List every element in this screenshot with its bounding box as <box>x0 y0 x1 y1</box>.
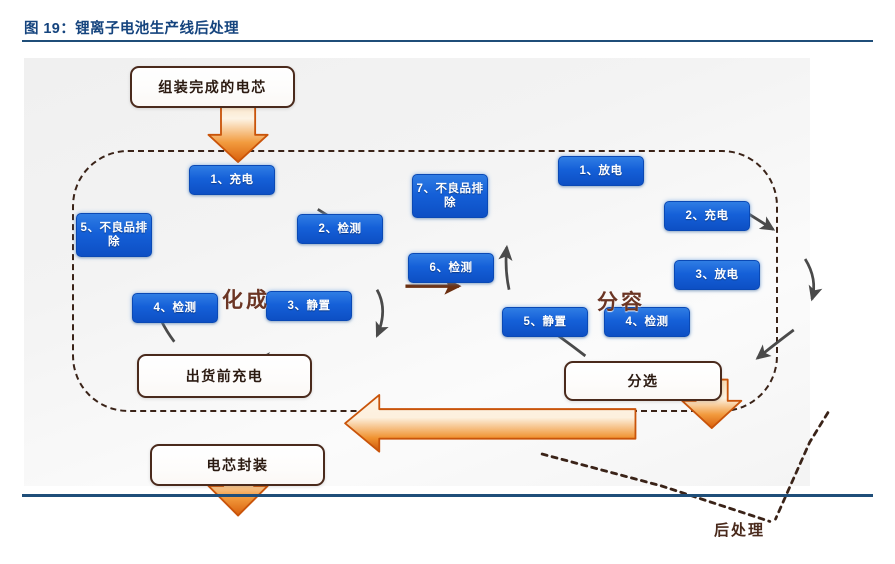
label-grading: 分容 <box>597 291 645 314</box>
step-grading-5-rest[interactable]: 5、静置 <box>502 307 588 337</box>
step-grading-2-charge[interactable]: 2、充电 <box>664 201 750 231</box>
box-cell-packaging[interactable]: 电芯封装 <box>150 444 325 486</box>
step-formation-4-test[interactable]: 4、检测 <box>132 293 218 323</box>
diagram-panel: 组装完成的电芯 分选 出货前充电 电芯封装 1、充电 2、检测 3、静置 4、检… <box>24 58 830 539</box>
step-formation-2-test[interactable]: 2、检测 <box>297 214 383 244</box>
label-postprocess: 后处理 <box>714 522 766 539</box>
box-sorting[interactable]: 分选 <box>564 361 722 401</box>
step-formation-3-rest[interactable]: 3、静置 <box>266 291 352 321</box>
step-formation-5-defect-removal[interactable]: 5、不良品排除 <box>76 213 152 257</box>
step-grading-4-test[interactable]: 4、检测 <box>604 307 690 337</box>
label-formation: 化成 <box>222 289 270 312</box>
box-assembled-cell[interactable]: 组装完成的电芯 <box>130 66 295 108</box>
bottom-divider <box>22 494 873 497</box>
box-precharge[interactable]: 出货前充电 <box>137 354 312 398</box>
step-formation-1-charge[interactable]: 1、充电 <box>189 165 275 195</box>
title-divider <box>22 40 873 42</box>
step-grading-6-test[interactable]: 6、检测 <box>408 253 494 283</box>
figure-caption: 图 19：锂离子电池生产线后处理 <box>24 21 240 37</box>
step-grading-3-discharge[interactable]: 3、放电 <box>674 260 760 290</box>
step-grading-7-defect-removal[interactable]: 7、不良品排除 <box>412 174 488 218</box>
step-grading-1-discharge[interactable]: 1、放电 <box>558 156 644 186</box>
